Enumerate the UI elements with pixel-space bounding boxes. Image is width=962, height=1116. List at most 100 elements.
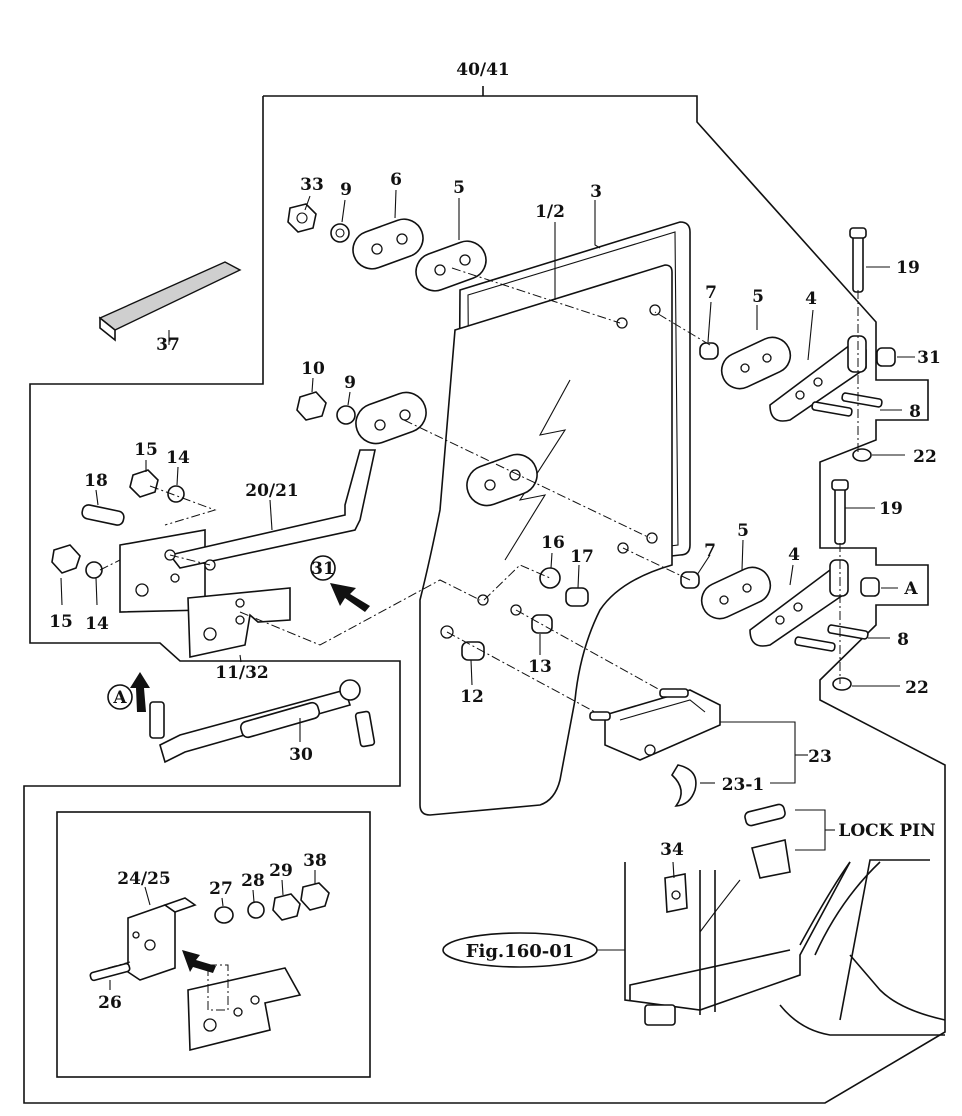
nut-part-15-upper bbox=[129, 469, 159, 498]
label-20-21: 20/21 bbox=[245, 481, 299, 501]
clip-part-23-1 bbox=[670, 764, 697, 807]
hinge-plate-part-5-top bbox=[415, 240, 487, 292]
washer-part-27 bbox=[214, 906, 234, 924]
label-31-lower: A bbox=[903, 579, 918, 599]
label-10: 10 bbox=[301, 359, 325, 379]
hinge-plate-part-5-lower-right bbox=[700, 566, 772, 620]
label-9-top: 9 bbox=[340, 180, 352, 200]
nut-part-10 bbox=[296, 391, 327, 421]
washer-part-22-upper bbox=[852, 448, 872, 462]
bolt-part-18 bbox=[81, 504, 125, 526]
label-lock-pin: LOCK PIN bbox=[838, 821, 935, 841]
label-24-25: 24/25 bbox=[117, 869, 171, 889]
label-7-upper: 7 bbox=[705, 283, 717, 303]
nut-part-29 bbox=[272, 893, 301, 921]
screw-part-8-b bbox=[841, 392, 883, 408]
label-28: 28 bbox=[241, 871, 265, 891]
label-11-32: 11/32 bbox=[215, 663, 269, 683]
label-38: 38 bbox=[303, 851, 327, 871]
bushing-part-7-upper bbox=[699, 342, 719, 360]
hinge-plate-part-6 bbox=[352, 218, 424, 270]
label-4-lower: 4 bbox=[788, 545, 800, 565]
pin-part-19-upper bbox=[852, 231, 864, 293]
label-40-41: 40/41 bbox=[456, 60, 510, 80]
pin-part-19-lower bbox=[834, 483, 846, 545]
label-9-lower: 9 bbox=[344, 373, 356, 393]
label-8-upper: 8 bbox=[909, 402, 921, 422]
label-30: 30 bbox=[289, 745, 313, 765]
label-34: 34 bbox=[660, 840, 684, 860]
label-14-lower: 14 bbox=[85, 614, 109, 634]
handle-part-23 bbox=[589, 688, 721, 807]
nut-part-15-lower bbox=[51, 544, 81, 574]
label-a-lower: A bbox=[112, 688, 127, 708]
label-6: 6 bbox=[390, 170, 402, 190]
inset-plate bbox=[187, 967, 302, 1052]
label-7-lower: 7 bbox=[704, 541, 716, 561]
nut-part-38 bbox=[300, 882, 330, 911]
plate-part-11-32 bbox=[187, 587, 291, 658]
dashed-assembly-lines bbox=[99, 267, 859, 1011]
inset-arrow bbox=[182, 950, 216, 973]
plate-center-part-5 bbox=[466, 453, 538, 507]
glare-mark bbox=[504, 379, 571, 561]
label-14-upper: 14 bbox=[166, 448, 190, 468]
screw-part-8-c bbox=[794, 636, 836, 652]
callout-circle-a-upper bbox=[310, 555, 336, 581]
fig-reference-ellipse bbox=[442, 932, 598, 968]
label-8-lower: 8 bbox=[897, 630, 909, 650]
arrow-a-upper bbox=[330, 583, 370, 612]
label-23: 23 bbox=[808, 747, 832, 767]
spacer-part-31-upper bbox=[876, 347, 896, 367]
inset-bracket-part-24-25 bbox=[89, 897, 197, 982]
screw-part-26 bbox=[89, 962, 131, 982]
lock-pin bbox=[744, 803, 791, 879]
arrow-a-lower bbox=[130, 672, 150, 712]
label-23-1: 23-1 bbox=[722, 775, 765, 795]
label-12: 12 bbox=[460, 687, 484, 707]
washer-part-9-lower bbox=[336, 405, 356, 425]
label-31-upper: 31 bbox=[917, 348, 941, 368]
label-1-2: 1/2 bbox=[535, 202, 565, 222]
spacer-part-31-lower bbox=[860, 577, 880, 597]
plug-part-17 bbox=[565, 587, 589, 607]
machine-body bbox=[624, 859, 946, 1036]
leader-lines bbox=[60, 189, 915, 990]
label-15-upper: 15 bbox=[134, 440, 158, 460]
label-5-top: 5 bbox=[453, 178, 465, 198]
hinge-part-4-lower bbox=[749, 559, 849, 647]
label-5-upper-right: 5 bbox=[752, 287, 764, 307]
part-labels: 40/41 33 9 6 5 1/2 3 19 7 5 4 31 37 10 9… bbox=[49, 60, 941, 1013]
nut-part-33 bbox=[287, 203, 317, 233]
washer-part-9-top bbox=[330, 223, 350, 243]
label-29: 29 bbox=[269, 861, 293, 881]
label-16: 16 bbox=[541, 533, 565, 553]
label-22-lower: 22 bbox=[905, 678, 929, 698]
washer-part-22-lower bbox=[832, 677, 852, 691]
label-3: 3 bbox=[590, 182, 602, 202]
inset-box bbox=[56, 811, 371, 1078]
label-19-lower: 19 bbox=[879, 499, 903, 519]
label-a-upper: 31 bbox=[311, 559, 335, 579]
label-26: 26 bbox=[98, 993, 122, 1013]
grommet-part-16 bbox=[539, 567, 561, 589]
washer-part-14-lower bbox=[85, 561, 103, 579]
label-4-upper: 4 bbox=[805, 289, 817, 309]
door-panel-part-1-2 bbox=[419, 264, 673, 816]
hinge-part-4-upper bbox=[769, 335, 867, 422]
label-37: 37 bbox=[156, 335, 180, 355]
label-19-upper: 19 bbox=[896, 258, 920, 278]
washer-part-28 bbox=[247, 901, 265, 919]
gas-strut-part-30 bbox=[149, 679, 376, 764]
label-17: 17 bbox=[570, 547, 594, 567]
hinge-plate-part-5-upper-right bbox=[720, 336, 792, 390]
label-15-lower: 15 bbox=[49, 612, 73, 632]
washer-part-14-upper bbox=[167, 485, 185, 503]
label-fig-160-01: Fig.160-01 bbox=[466, 941, 575, 962]
label-22-upper: 22 bbox=[913, 447, 937, 467]
label-5-lower-right: 5 bbox=[737, 521, 749, 541]
label-13: 13 bbox=[528, 657, 552, 677]
seal-bar-part-37 bbox=[98, 261, 242, 342]
bushing-part-12 bbox=[461, 641, 485, 661]
